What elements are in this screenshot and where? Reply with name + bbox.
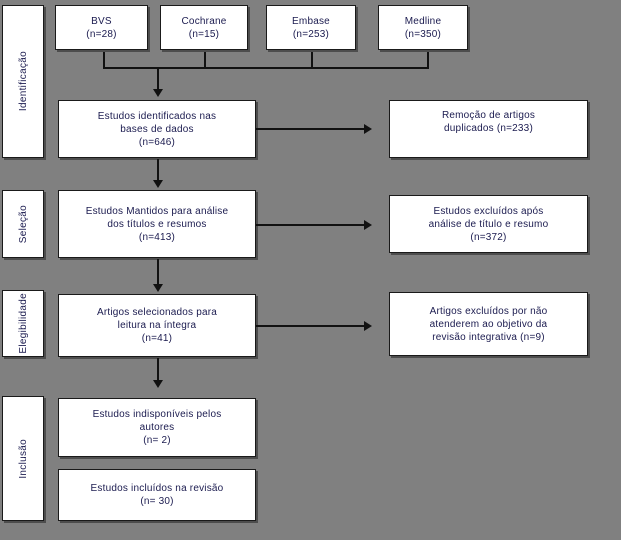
connector-mantidos-to-excluidos-titulo <box>256 224 366 226</box>
source-box-text: BVS (n=28) <box>86 15 117 40</box>
connector-sources-bus <box>103 67 429 69</box>
source-box-text: Medline (n=350) <box>404 15 442 40</box>
arrow-right-icon <box>364 220 372 230</box>
arrow-down-icon <box>153 284 163 292</box>
stage-label-selecao: Seleção <box>2 190 44 258</box>
flow-box-text: Estudos indisponíveis pelos autores (n= … <box>92 409 222 446</box>
connector-selecionados-to-inclusao <box>157 358 159 382</box>
exclusion-box-duplicados: Remoção de artigos duplicados (n=233) <box>389 100 588 158</box>
source-box-bvs: BVS (n=28) <box>55 5 148 50</box>
stage-label-text: Inclusão <box>17 438 29 479</box>
flow-box-text: Estudos identificados nas bases de dados… <box>97 110 217 148</box>
arrow-right-icon <box>364 321 372 331</box>
stage-label-elegibilidade: Elegibilidade <box>2 290 44 357</box>
connector-mantidos-to-selecionados <box>157 259 159 286</box>
exclusion-box-text: Artigos excluídos por não atenderem ao o… <box>429 305 548 343</box>
arrow-right-icon <box>364 124 372 134</box>
flow-box-text: Artigos selecionados para leitura na ínt… <box>96 307 218 344</box>
connector-identificados-to-mantidos <box>157 159 159 182</box>
flow-box-incluidos: Estudos incluídos na revisão (n= 30) <box>58 469 256 521</box>
connector-embase-down <box>311 52 313 69</box>
exclusion-box-text: Estudos excluídos após análise de título… <box>428 205 549 243</box>
arrow-down-icon <box>153 89 163 97</box>
flow-box-text: Estudos Mantidos para análise dos título… <box>85 205 229 243</box>
flow-box-indisponiveis: Estudos indisponíveis pelos autores (n= … <box>58 398 256 457</box>
connector-medline-down <box>427 52 429 69</box>
arrow-down-icon <box>153 180 163 188</box>
source-box-medline: Medline (n=350) <box>378 5 468 50</box>
source-box-text: Embase (n=253) <box>292 15 330 40</box>
connector-bus-to-identificados <box>157 67 159 91</box>
stage-label-text: Seleção <box>17 204 29 244</box>
exclusion-box-objetivo: Artigos excluídos por não atenderem ao o… <box>389 292 588 356</box>
stage-label-text: Elegibilidade <box>17 293 29 354</box>
flow-box-identificados: Estudos identificados nas bases de dados… <box>58 100 256 158</box>
connector-cochrane-down <box>204 52 206 69</box>
connector-identificados-to-duplicados <box>256 128 366 130</box>
connector-selecionados-to-excluidos-objetivo <box>256 325 366 327</box>
exclusion-box-titulo-resumo: Estudos excluídos após análise de título… <box>389 195 588 253</box>
source-box-cochrane: Cochrane (n=15) <box>160 5 248 50</box>
arrow-down-icon <box>153 380 163 388</box>
stage-label-text: Identificação <box>17 51 29 112</box>
exclusion-box-text: Remoção de artigos duplicados (n=233) <box>441 110 536 134</box>
stage-label-identificacao: Identificação <box>2 5 44 158</box>
source-box-text: Cochrane (n=15) <box>181 15 227 40</box>
stage-label-inclusao: Inclusão <box>2 396 44 521</box>
flow-box-selecionados: Artigos selecionados para leitura na ínt… <box>58 294 256 357</box>
source-box-embase: Embase (n=253) <box>266 5 356 50</box>
flow-box-mantidos: Estudos Mantidos para análise dos título… <box>58 190 256 258</box>
connector-bvs-down <box>103 52 105 69</box>
flow-box-text: Estudos incluídos na revisão (n= 30) <box>90 483 224 507</box>
